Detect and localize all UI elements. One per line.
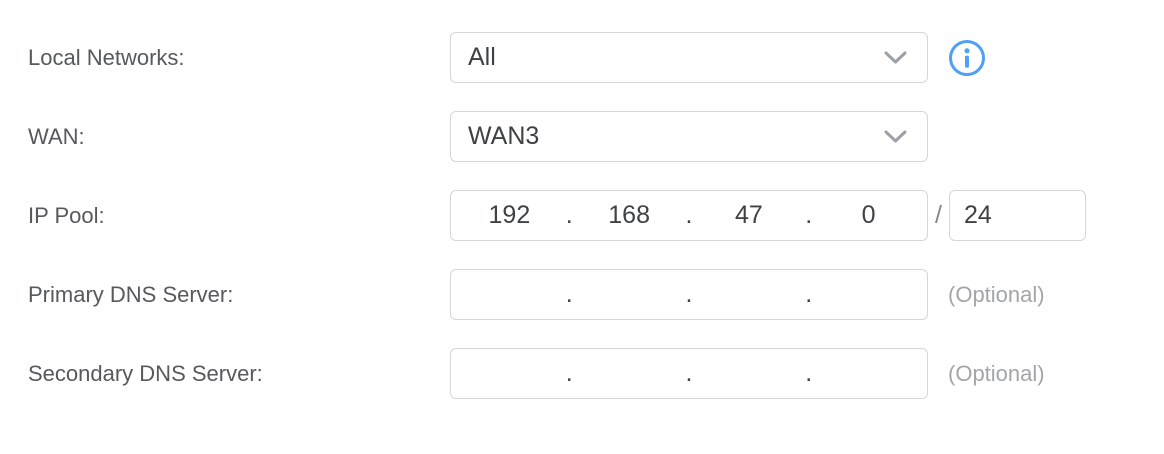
chevron-down-icon [884,130,907,142]
ip-pool-octet-1[interactable] [453,191,566,240]
ip-dot-separator: . [685,201,693,229]
local-networks-selected-value: All [468,43,496,71]
ip-pool-prefix-input[interactable] [948,190,1086,241]
network-settings-form: Local Networks: All WAN: WAN3 [28,32,1164,399]
ip-pool-octet-2[interactable] [572,191,686,240]
ip-pool-control: . . . / [450,190,1086,241]
info-circle-icon[interactable] [947,38,987,78]
secondary-dns-octet-1[interactable] [453,349,566,398]
form-row-wan: WAN: WAN3 [28,111,1164,162]
primary-dns-octet-3[interactable] [692,270,806,319]
secondary-dns-octet-2[interactable] [572,349,686,398]
ip-dot-separator: . [565,280,573,308]
chevron-down-icon [884,51,907,63]
ip-pool-octet-3[interactable] [692,191,806,240]
ip-dot-separator: . [805,359,813,387]
secondary-dns-control: . . . (Optional) [450,348,1045,399]
form-row-secondary-dns: Secondary DNS Server: . . . (Optional) [28,348,1164,399]
ip-pool-octet-4[interactable] [812,191,925,240]
ip-dot-separator: . [565,359,573,387]
ip-dot-separator: . [805,201,813,229]
ip-dot-separator: . [805,280,813,308]
primary-dns-octet-1[interactable] [453,270,566,319]
local-networks-label: Local Networks: [28,44,185,70]
primary-dns-input-group: . . . [450,269,928,320]
secondary-dns-octet-4[interactable] [812,349,925,398]
form-row-primary-dns: Primary DNS Server: . . . (Optional) [28,269,1164,320]
secondary-dns-optional-note: (Optional) [948,360,1045,386]
primary-dns-label: Primary DNS Server: [28,281,234,307]
local-networks-control: All [450,32,987,83]
wan-selected-value: WAN3 [468,122,540,150]
cidr-slash-separator: / [935,201,942,229]
form-row-local-networks: Local Networks: All [28,32,1164,83]
primary-dns-optional-note: (Optional) [948,281,1045,307]
primary-dns-octet-4[interactable] [812,270,925,319]
secondary-dns-label: Secondary DNS Server: [28,360,263,386]
ip-dot-separator: . [685,280,693,308]
wan-label: WAN: [28,123,85,149]
local-networks-select[interactable]: All [450,32,928,83]
primary-dns-octet-2[interactable] [572,270,686,319]
ip-dot-separator: . [685,359,693,387]
secondary-dns-input-group: . . . [450,348,928,399]
primary-dns-control: . . . (Optional) [450,269,1045,320]
secondary-dns-octet-3[interactable] [692,349,806,398]
ip-dot-separator: . [565,201,573,229]
wan-select[interactable]: WAN3 [450,111,928,162]
ip-pool-label: IP Pool: [28,202,105,228]
wan-control: WAN3 [450,111,928,162]
ip-pool-input-group: . . . [450,190,928,241]
form-row-ip-pool: IP Pool: . . . / [28,190,1164,241]
